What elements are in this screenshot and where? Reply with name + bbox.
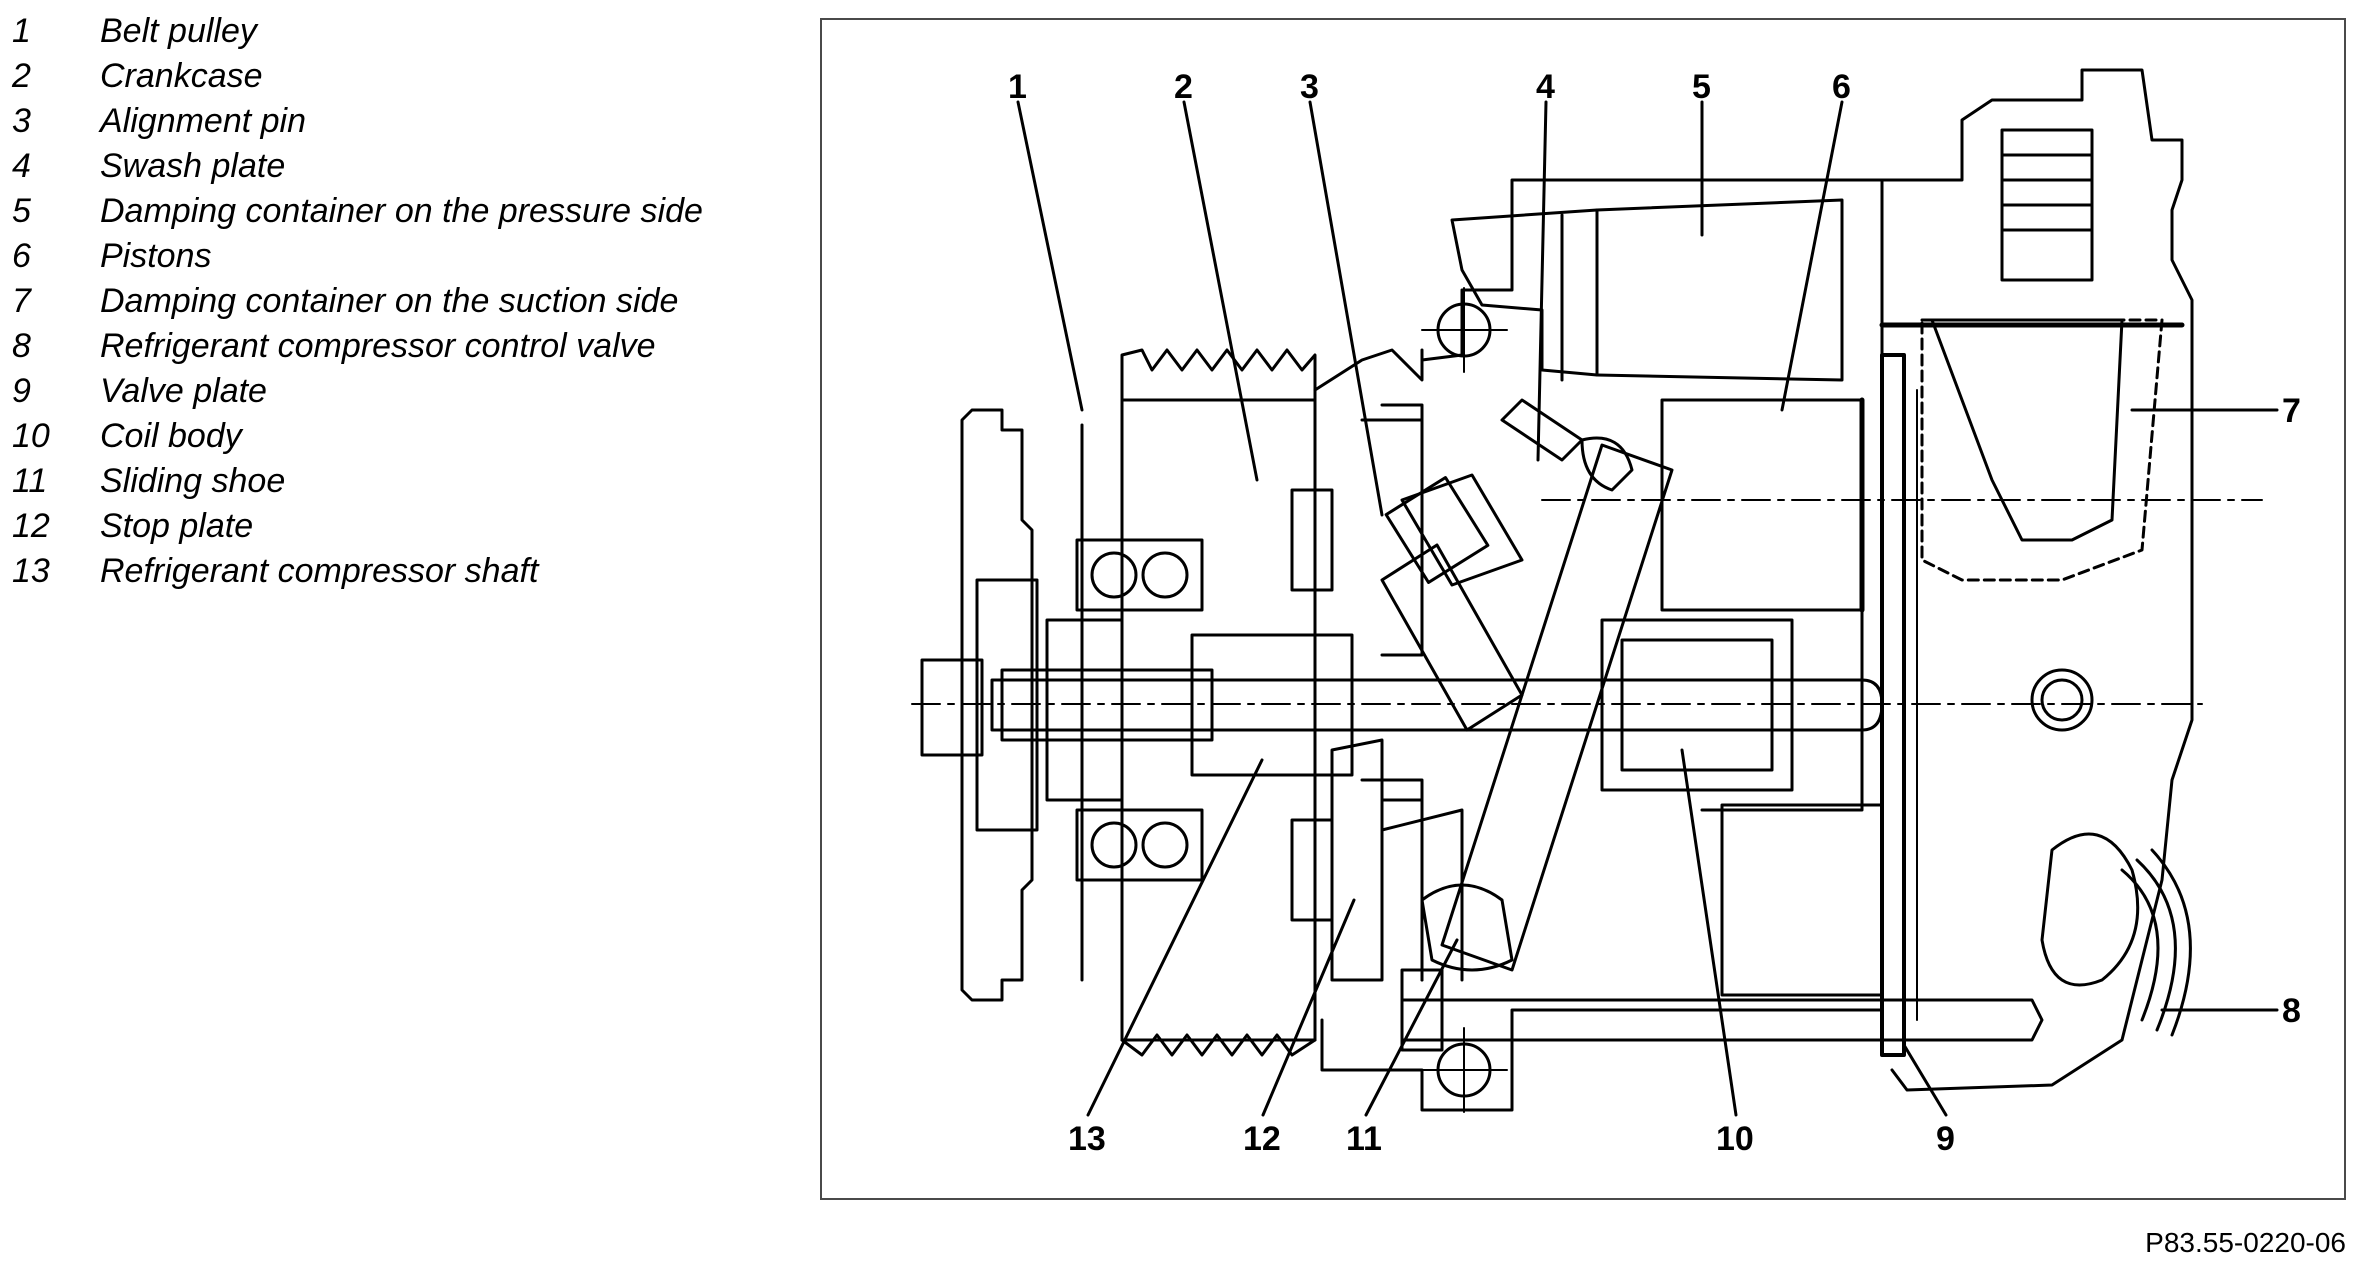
legend-item: 11 Sliding shoe xyxy=(12,460,772,502)
legend-label: Damping container on the pressure side xyxy=(100,192,703,230)
legend-label: Stop plate xyxy=(100,507,254,545)
coil-body xyxy=(1600,608,1864,812)
legend-number: 9 xyxy=(12,372,31,410)
legend-label: Damping container on the suction side xyxy=(100,282,679,320)
legend-item: 7 Damping container on the suction side xyxy=(12,280,772,322)
callout-12: 12 xyxy=(1243,1120,1281,1158)
leader-line-3 xyxy=(1308,100,1384,517)
legend-number: 11 xyxy=(12,462,48,500)
leader-line-13 xyxy=(1086,758,1264,1117)
legend-item: 6 Pistons xyxy=(12,235,772,277)
legend-number: 4 xyxy=(12,147,31,185)
legend-item: 12 Stop plate xyxy=(12,505,772,547)
ball-bearing-lower xyxy=(1075,808,1204,882)
callout-9: 9 xyxy=(1936,1120,1955,1158)
callout-11: 11 xyxy=(1346,1120,1382,1158)
leader-line-12 xyxy=(1261,898,1356,1117)
leader-line-10 xyxy=(1680,748,1738,1117)
legend-number: 7 xyxy=(12,282,31,320)
alignment-pin xyxy=(1380,476,1524,732)
leader-line-11 xyxy=(1364,938,1459,1117)
leader-line-6 xyxy=(1780,100,1844,412)
leader-line-4 xyxy=(1536,100,1548,462)
callout-13: 13 xyxy=(1068,1120,1106,1158)
mounting-eye-upper xyxy=(1421,287,1508,373)
legend-label: Pistons xyxy=(100,237,212,275)
rear-head xyxy=(1879,68,2194,1092)
callout-5: 5 xyxy=(1692,68,1711,106)
legend-label: Swash plate xyxy=(100,147,286,185)
legend-label: Alignment pin xyxy=(100,102,307,140)
legend-item: 8 Refrigerant compressor control valve xyxy=(12,325,772,367)
legend-label: Refrigerant compressor shaft xyxy=(100,552,539,590)
legend-number: 13 xyxy=(12,552,50,590)
legend-item: 3 Alignment pin xyxy=(12,100,772,142)
mounting-eye-lower xyxy=(1421,1027,1508,1113)
leader-line-1 xyxy=(1016,100,1084,412)
legend-item: 9 Valve plate xyxy=(12,370,772,412)
callout-1: 1 xyxy=(1008,68,1027,106)
legend-number: 10 xyxy=(12,417,50,455)
valve-plate xyxy=(1880,353,1918,1057)
legend-label: Sliding shoe xyxy=(100,462,286,500)
callout-3: 3 xyxy=(1300,68,1319,106)
legend-item: 10 Coil body xyxy=(12,415,772,457)
stop-plate xyxy=(1330,738,1464,982)
callout-6: 6 xyxy=(1832,68,1851,106)
legend-item: 5 Damping container on the pressure side xyxy=(12,190,772,232)
legend-number: 6 xyxy=(12,237,31,275)
legend-label: Coil body xyxy=(100,417,242,455)
belt-pulley xyxy=(920,348,1317,1057)
legend-item: 4 Swash plate xyxy=(12,145,772,187)
legend-label: Belt pulley xyxy=(100,12,257,50)
callout-8: 8 xyxy=(2282,992,2301,1030)
legend-label: Refrigerant compressor control valve xyxy=(100,327,656,365)
callout-4: 4 xyxy=(1536,68,1555,106)
callout-7: 7 xyxy=(2282,392,2301,430)
compressor-drawing: 1 2 3 4 5 6 7 8 9 10 11 12 13 xyxy=(911,68,2301,1158)
leader-line-2 xyxy=(1182,100,1259,482)
legend-item: 13 Refrigerant compressor shaft xyxy=(12,550,772,592)
legend-number: 5 xyxy=(12,192,31,230)
through-bolt xyxy=(1400,998,2044,1042)
legend-number: 3 xyxy=(12,102,31,140)
legend-label: Crankcase xyxy=(100,57,263,95)
compressor-shaft xyxy=(990,618,1884,802)
compressor-cross-section-figure: 1 2 3 4 5 6 7 8 9 10 11 12 13 xyxy=(820,18,2346,1200)
legend: 1 Belt pulley 2 Crankcase 3 Alignment pi… xyxy=(12,10,772,595)
legend-label: Valve plate xyxy=(100,372,267,410)
legend-number: 12 xyxy=(12,507,50,545)
ball-bearing-upper xyxy=(1075,538,1204,612)
legend-number: 1 xyxy=(12,12,31,50)
leader-lines xyxy=(1016,100,2279,1117)
leader-line-9 xyxy=(1902,1043,1948,1117)
sliding-shoe xyxy=(1420,436,1634,972)
callout-2: 2 xyxy=(1174,68,1193,106)
legend-item: 1 Belt pulley xyxy=(12,10,772,52)
legend-item: 2 Crankcase xyxy=(12,55,772,97)
legend-number: 2 xyxy=(12,57,31,95)
callout-10: 10 xyxy=(1716,1120,1754,1158)
legend-number: 8 xyxy=(12,327,31,365)
figure-id: P83.55-0220-06 xyxy=(2145,1227,2346,1258)
